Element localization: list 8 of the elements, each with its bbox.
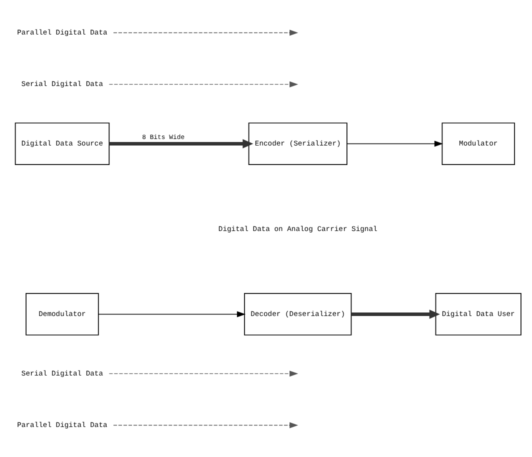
arrow	[113, 422, 298, 428]
arrow	[98, 310, 246, 317]
arrow	[113, 29, 298, 36]
arrow	[351, 309, 440, 318]
arrow	[109, 138, 254, 148]
arrow	[108, 80, 298, 87]
arrow	[108, 370, 298, 376]
arrow	[346, 140, 444, 146]
